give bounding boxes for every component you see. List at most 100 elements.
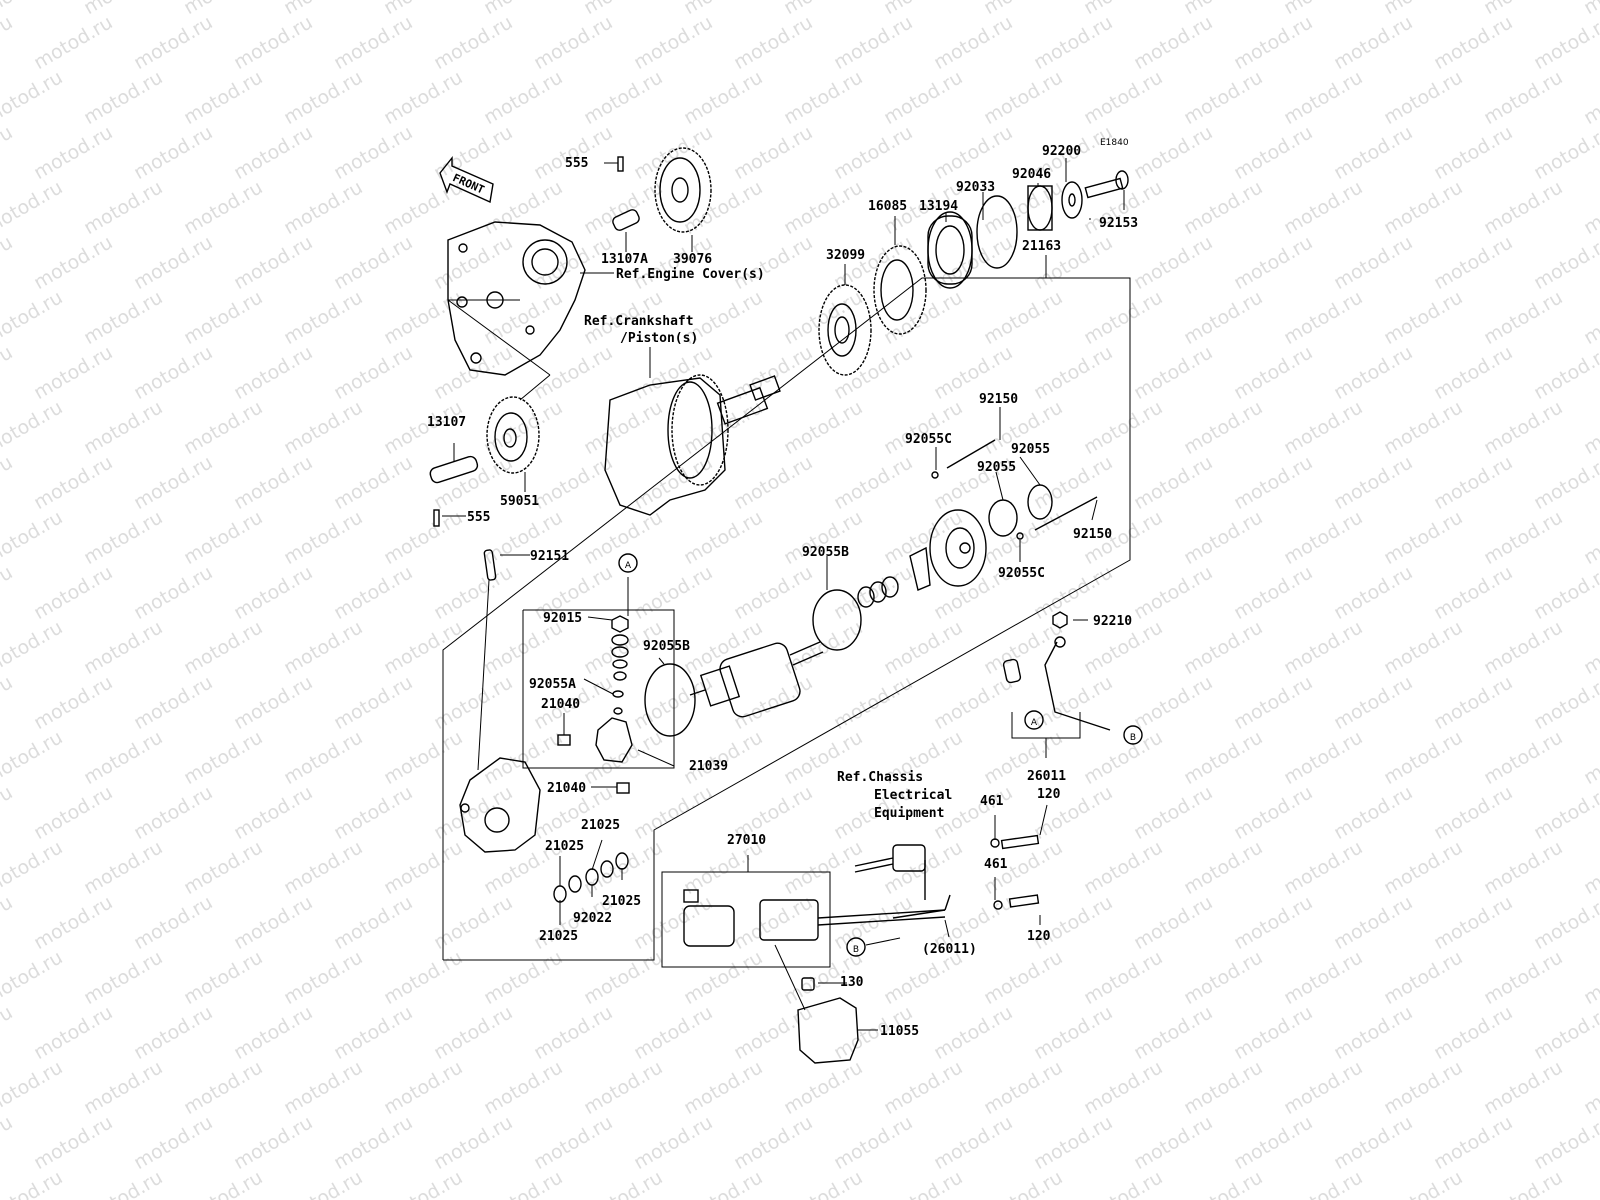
circlip-92033-part [976,195,1018,269]
part-label-21025-b: 21025 [545,839,584,854]
ref-chassis-label-line1: Ref.Chassis [837,770,923,785]
part-label-21040-bottom: 21040 [547,781,586,796]
callout-a-top: A [618,553,638,573]
starter-cable-part [1002,611,1111,731]
part-label-21025-d: 21025 [539,929,578,944]
gear-39076-part [654,147,712,233]
callout-a-harness-text: A [1031,718,1038,728]
callout-a-top-text: A [625,561,632,571]
through-bolt-92150-right-part [1034,496,1098,531]
part-label-92022: 92022 [573,911,612,926]
part-label-59051: 59051 [500,494,539,509]
part-label-120-bottom: 120 [1027,929,1051,944]
part-label-130: 130 [840,975,864,990]
bolt-92153-part [1084,170,1129,199]
part-label-26011: 26011 [1027,769,1066,784]
leader-lines [442,158,1125,1031]
part-label-92055b-top: 92055B [802,545,849,560]
part-label-21163: 21163 [1022,239,1061,254]
part-label-92055c-bottom: 92055C [998,566,1045,581]
relay-box [661,871,831,968]
part-label-13194: 13194 [919,199,958,214]
nut-461-top-part [990,838,1000,848]
o-ring-92055c-top-part [931,471,939,479]
part-label-92055b-left: 92055B [643,639,690,654]
needle-bearing-92046-part [1027,185,1053,231]
callout-b-harness: B [1123,725,1143,745]
o-ring-92055-a-part [988,499,1018,537]
part-label-92015: 92015 [543,611,582,626]
washer-92200-part [1061,181,1083,219]
part-label-92033: 92033 [956,180,995,195]
ref-engine-cover-label: Ref.Engine Cover(s) [616,267,765,282]
starter-end-cover-part [909,509,987,591]
part-label-21040-top: 21040 [541,697,580,712]
o-ring-92055-b-part [1027,484,1053,520]
part-label-21025-c: 21025 [602,894,641,909]
part-label-461-top: 461 [980,794,1004,809]
part-label-27010: 27010 [727,833,766,848]
engine-cover-part [447,221,586,401]
part-label-92200: 92200 [1042,144,1081,159]
callout-a-harness: A [1024,710,1044,730]
part-label-21025-a: 21025 [581,818,620,833]
part-label-11055: 11055 [880,1024,919,1039]
part-label-120-top: 120 [1037,787,1061,802]
starter-relay-part [683,889,951,947]
shaft-13107-part [429,455,479,527]
bolt-120-top-part [1000,834,1040,850]
part-label-92153: 92153 [1099,216,1138,231]
callout-b-harness-text: B [1130,733,1136,743]
part-label-92055a: 92055A [529,677,576,692]
ref-chassis-label-line3: Equipment [874,806,944,821]
nut-461-bottom-part [993,900,1003,910]
starter-motor-assembly-box [442,277,1131,961]
o-ring-92055b-top-part [812,589,862,651]
diagram-code: E1840 [1100,138,1129,148]
cable-26011-paren-part [892,909,946,919]
callout-b-bottom-text: B [853,945,859,955]
harness-26011-bracket [1011,712,1081,739]
part-label-461-bottom: 461 [984,857,1008,872]
callout-b-bottom: B [846,937,866,957]
part-label-92150-right: 92150 [1073,527,1112,542]
part-label-32099: 32099 [826,248,865,263]
part-label-92150-top: 92150 [979,392,1018,407]
part-label-39076: 39076 [673,252,712,267]
shaft-13107a-part [612,156,640,231]
part-label-92055-a: 92055 [1011,442,1050,457]
starter-yoke-part [459,549,541,853]
part-label-92046: 92046 [1012,167,1051,182]
part-label-92151: 92151 [530,549,569,564]
connector-part [854,844,926,900]
brush-holder-box [522,609,675,769]
part-label-92055-b: 92055 [977,460,1016,475]
through-bolt-92150-top-part [946,439,996,469]
part-label-555-bottom: 555 [467,510,490,525]
gear-32099-part [818,284,872,376]
part-label-26011-paren: (26011) [922,942,977,957]
relay-case-11055-part [797,977,859,1064]
bolt-120-bottom-part [1008,894,1040,908]
part-label-13107a: 13107A [601,252,648,267]
gear-59051-part [486,396,540,474]
ref-crankshaft-label-line1: Ref.Crankshaft [584,314,694,329]
part-label-21039: 21039 [689,759,728,774]
gear-16085-part [873,245,927,335]
part-label-92055c-top: 92055C [905,432,952,447]
front-arrow-icon: FRONT [439,156,494,204]
armature-part [689,641,824,718]
o-ring-92055b-left-part [644,663,696,737]
ref-crankshaft-label-line2: /Piston(s) [620,331,698,346]
washer-stack-part [857,576,899,608]
part-label-92210: 92210 [1093,614,1132,629]
crankshaft-part [604,374,781,516]
o-ring-92055c-bottom-part [1016,532,1024,540]
clutch-13194-part [927,211,973,289]
part-label-13107: 13107 [427,415,466,430]
part-label-16085: 16085 [868,199,907,214]
part-label-555-top: 555 [565,156,588,171]
brush-holder-part [557,615,633,794]
